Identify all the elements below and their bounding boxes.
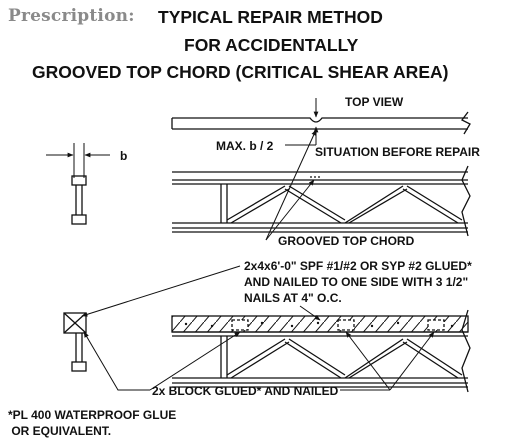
truss-after-repair (171, 309, 471, 393)
top-view-label: TOP VIEW (345, 95, 404, 109)
top-view-chord (171, 111, 471, 135)
prescription-label: Prescription: (8, 6, 135, 26)
footnote-line-2: OR EQUIVALENT. (8, 424, 111, 438)
section-before-repair (71, 175, 87, 225)
footnote-line-1: *PL 400 WATERPROOF GLUE (8, 408, 176, 422)
grooved-chord-label: GROOVED TOP CHORD (278, 234, 415, 248)
max-groove-label: MAX. b / 2 (216, 139, 274, 153)
situation-label: SITUATION BEFORE REPAIR (315, 145, 480, 159)
repair-note-line-1: 2x4x6'-0" SPF #1/#2 OR SYP #2 GLUED* (244, 259, 472, 273)
width-dimension (46, 143, 110, 178)
nail-marks (184, 321, 454, 328)
width-b-label: b (120, 149, 127, 163)
groove-depth-dimension (285, 98, 319, 146)
block-leaders (83, 331, 435, 391)
block-label: 2x BLOCK GLUED* AND NAILED (152, 384, 339, 398)
truss-before-repair (172, 165, 471, 237)
title-line-3: GROOVED TOP CHORD (CRITICAL SHEAR AREA) (32, 62, 449, 82)
grooved-chord-leaders (265, 129, 317, 241)
title-line-1: TYPICAL REPAIR METHOD (158, 7, 383, 27)
repair-note-line-3: NAILS AT 4" O.C. (244, 291, 342, 305)
section-after-repair (63, 312, 87, 372)
repair-note-line-2: AND NAILED TO ONE SIDE WITH 3 1/2" (244, 275, 468, 289)
title-line-2: FOR ACCIDENTALLY (184, 35, 359, 55)
